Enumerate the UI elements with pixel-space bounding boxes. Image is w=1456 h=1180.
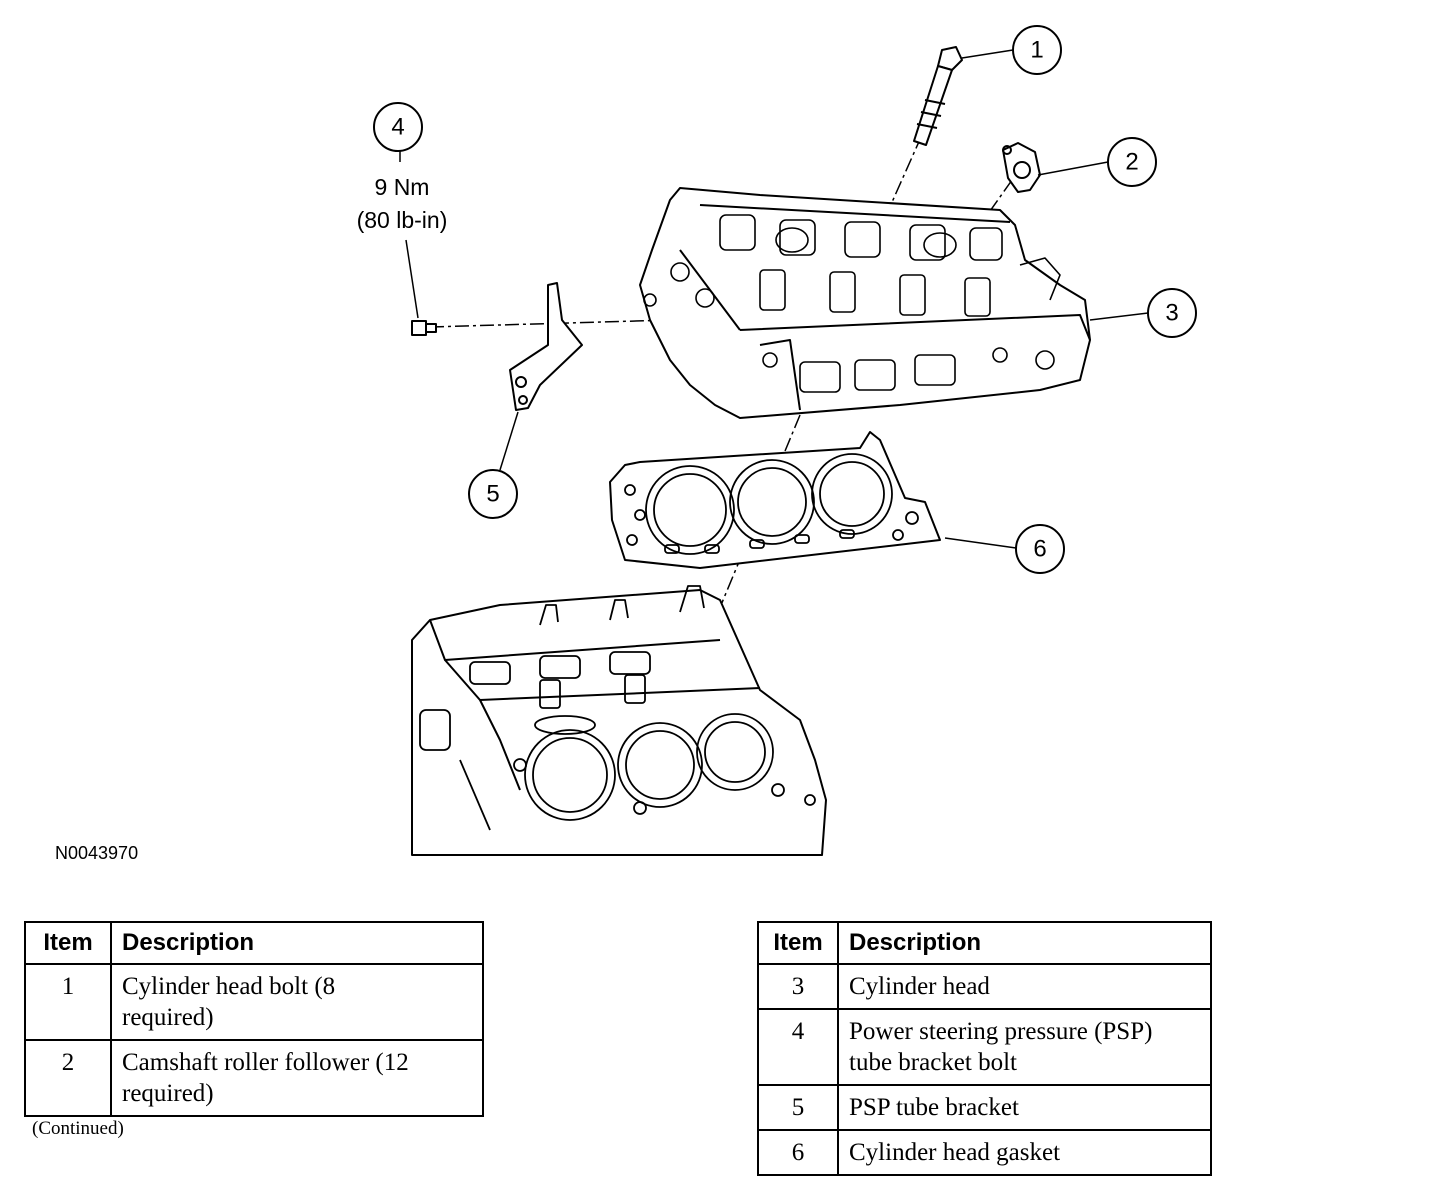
table-row: 3 Cylinder head: [757, 963, 1212, 1010]
callout-6: 6: [1033, 536, 1046, 563]
item-number: 2: [24, 1039, 112, 1117]
description-line: Cylinder head: [849, 973, 990, 1000]
item-number: 6: [757, 1129, 839, 1176]
table-row: 5 PSP tube bracket: [757, 1084, 1212, 1131]
torque-imperial: (80 lb-in): [357, 207, 448, 233]
description-header: Description: [837, 921, 1212, 965]
description-line: PSP tube bracket: [849, 1094, 1019, 1121]
engine-block: [411, 585, 827, 856]
callout-1: 1: [1030, 37, 1043, 64]
item-description: Power steering pressure (PSP) tube brack…: [837, 1008, 1212, 1086]
callout-4: 4: [391, 114, 404, 141]
torque-metric: 9 Nm: [375, 174, 430, 200]
description-header: Description: [110, 921, 484, 965]
exploded-view-diagram: 1 2 3 4 5 6 9 Nm (80 lb-in): [357, 25, 1197, 856]
cylinder-head-bolt: [913, 46, 963, 146]
psp-tube-bracket-bolt: [411, 320, 437, 336]
description-line: required): [122, 1080, 214, 1107]
callout-5: 5: [486, 481, 499, 508]
table-header-row: Item Description: [757, 921, 1212, 965]
item-number: 3: [757, 963, 839, 1010]
psp-tube-bracket: [509, 282, 583, 411]
table-row: 2 Camshaft roller follower (12 required): [24, 1039, 484, 1117]
description-line: Cylinder head gasket: [849, 1139, 1061, 1166]
parts-table-left: Item Description 1 Cylinder head bolt (8…: [24, 921, 484, 1117]
item-description: Cylinder head: [837, 963, 1212, 1010]
table-row: 6 Cylinder head gasket: [757, 1129, 1212, 1176]
camshaft-roller-follower: [1002, 142, 1041, 193]
table-row: 4 Power steering pressure (PSP) tube bra…: [757, 1008, 1212, 1086]
description-line: required): [122, 1004, 214, 1031]
callout-leader-lines: [399, 49, 1149, 549]
item-number: 4: [757, 1008, 839, 1086]
item-header: Item: [757, 921, 839, 965]
item-description: Camshaft roller follower (12 required): [110, 1039, 484, 1117]
callout-circles: [373, 25, 1197, 574]
description-line: tube bracket bolt: [849, 1049, 1017, 1076]
item-description: Cylinder head bolt (8 required): [110, 963, 484, 1041]
item-number: 1: [24, 963, 112, 1041]
continued-note: (Continued): [32, 1118, 124, 1139]
parts-table-right: Item Description 3 Cylinder head 4 Power…: [757, 921, 1212, 1176]
cylinder-head: [639, 187, 1091, 419]
table-header-row: Item Description: [24, 921, 484, 965]
cylinder-head-gasket: [609, 431, 941, 569]
callout-3: 3: [1165, 300, 1178, 327]
description-line: Power steering pressure (PSP): [849, 1018, 1153, 1045]
table-row: 1 Cylinder head bolt (8 required): [24, 963, 484, 1041]
callout-2: 2: [1125, 149, 1138, 176]
description-line: Cylinder head bolt (8: [122, 973, 336, 1000]
item-header: Item: [24, 921, 112, 965]
item-number: 5: [757, 1084, 839, 1131]
figure-id: N0043970: [55, 843, 139, 863]
description-line: Camshaft roller follower (12: [122, 1049, 409, 1076]
item-description: Cylinder head gasket: [837, 1129, 1212, 1176]
item-description: PSP tube bracket: [837, 1084, 1212, 1131]
